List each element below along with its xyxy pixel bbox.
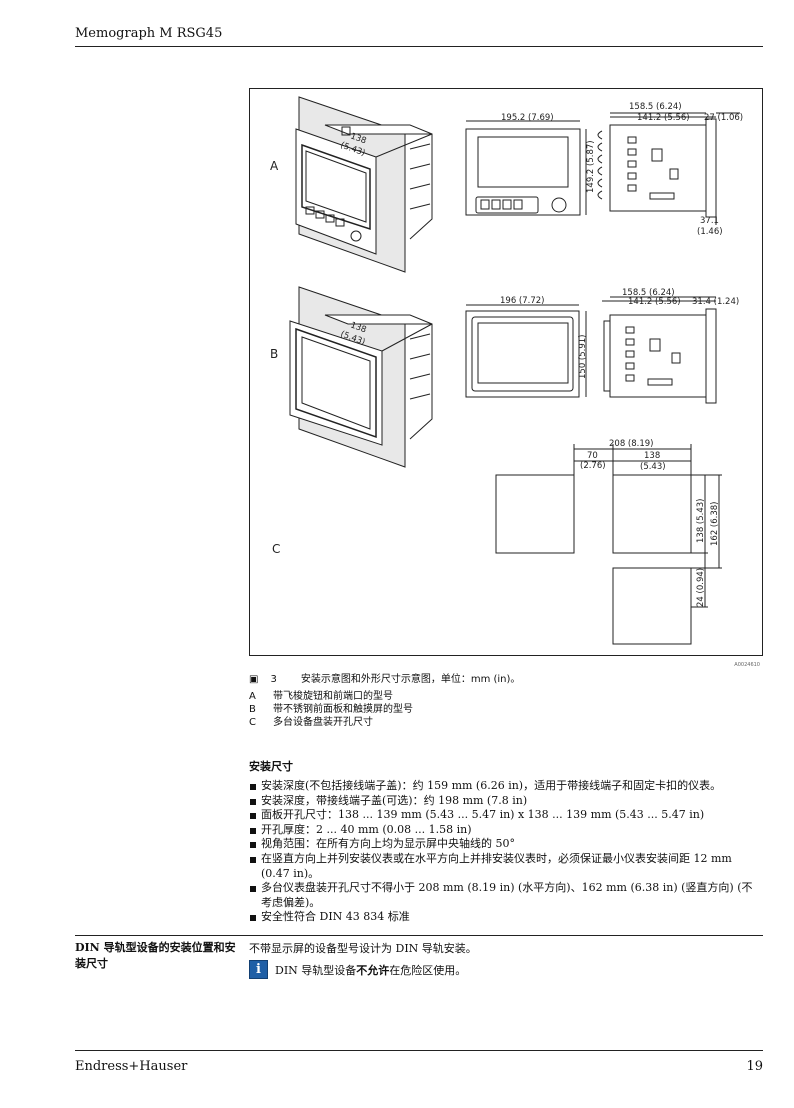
dim-a-depth-total: 158.5 (6.24)	[629, 102, 682, 112]
dim-c-cut-w-1: 138	[644, 451, 660, 461]
legend-text: 多台设备盘装开孔尺寸	[273, 717, 373, 728]
figure-legend: A 带飞梭旋钮和前端口的型号 B 带不锈钢前面板和触摸屏的型号 C 多台设备盘装开孔尺…	[249, 690, 413, 729]
dim-c-pitch-h: 208 (8.19)	[609, 439, 653, 449]
bullet-item: 视角范围：在所有方向上均为显示屏中央轴线的 50°	[249, 837, 763, 852]
dim-a-height: 149.2 (5.87)	[586, 140, 596, 193]
device-b-front	[465, 304, 587, 398]
note-text-post: 在危险区使用。	[389, 963, 467, 977]
figure-label-c: C	[272, 542, 280, 556]
figure-reference: A0024610	[734, 662, 760, 668]
dim-b-depth-total: 158.5 (6.24)	[622, 288, 675, 298]
note-text-bold: 不允许	[356, 963, 390, 977]
legend-item: A 带飞梭旋钮和前端口的型号	[249, 690, 413, 703]
figure-label-b: B	[270, 347, 278, 361]
device-b-side	[602, 296, 717, 404]
din-section-title: DIN 导轨型设备的安装位置和安装尺寸	[75, 941, 236, 970]
dim-a-depth-bottom-1: 37.1	[700, 216, 719, 226]
note-text-pre: DIN 导轨型设备	[275, 963, 357, 977]
info-icon: i	[249, 960, 268, 979]
bullet-item: 在竖直方向上并列安装仪表或在水平方向上并排安装仪表时，必须保证最小仪表安装间距 …	[249, 852, 763, 881]
legend-key: B	[249, 704, 256, 715]
panel-cutouts	[495, 444, 722, 645]
installation-figure: 138 (5.43)	[249, 88, 763, 668]
device-a-side	[597, 112, 740, 225]
bullet-item: 安装深度，带接线端子盖(可选)：约 198 mm (7.8 in)	[249, 794, 763, 809]
dim-b-depth-front: 31.4 (1.24)	[692, 297, 739, 307]
dim-a-depth-bottom-2: (1.46)	[697, 227, 723, 237]
figure-caption-text: 安装示意图和外形尺寸示意图，单位：mm (in)。	[300, 674, 521, 685]
din-note: i DIN 导轨型设备不允许在危险区使用。	[249, 960, 466, 979]
device-b-3d	[289, 286, 433, 468]
device-a-3d	[295, 96, 433, 273]
document-header-title: Memograph M RSG45	[75, 26, 223, 41]
page-number: 19	[746, 1059, 763, 1074]
section-rule	[75, 935, 763, 936]
legend-item: C 多台设备盘装开孔尺寸	[249, 716, 413, 729]
device-a-front	[465, 120, 587, 216]
figure-caption: ▣ 3 安装示意图和外形尺寸示意图，单位：mm (in)。	[249, 670, 520, 685]
dim-a-width: 195.2 (7.69)	[501, 113, 554, 123]
legend-text: 带不锈钢前面板和触摸屏的型号	[273, 704, 413, 715]
header-rule	[75, 46, 763, 47]
bullet-item: 安全性符合 DIN 43 834 标准	[249, 910, 763, 925]
legend-key: C	[249, 717, 256, 728]
din-text: 不带显示屏的设备型号设计为 DIN 导轨安装。	[249, 942, 477, 955]
dim-c-gap-v: 24 (0.94)	[696, 568, 706, 607]
bullet-item: 安装深度(不包括接线端子盖)：约 159 mm (6.26 in)，适用于带接线…	[249, 779, 763, 794]
footer-rule	[75, 1050, 763, 1051]
footer-brand: Endress+Hauser	[75, 1059, 188, 1074]
section-title: 安装尺寸	[249, 760, 293, 773]
bullet-item: 多台仪表盘装开孔尺寸不得小于 208 mm (8.19 in) (水平方向)、1…	[249, 881, 763, 910]
figure-drawing: 138 (5.43)	[270, 96, 743, 645]
figure-label-a: A	[270, 159, 279, 173]
dim-b-depth-body: 141.2 (5.56)	[628, 297, 681, 307]
dim-c-cut-w-2: (5.43)	[640, 462, 666, 472]
bullet-item: 开孔厚度：2 ... 40 mm (0.08 ... 1.58 in)	[249, 823, 763, 838]
dim-c-pitch-v: 162 (6.38)	[710, 502, 720, 546]
figure-number: 3	[270, 674, 277, 685]
figure-icon: ▣	[249, 674, 259, 685]
dim-a-depth-body: 141.2 (5.56)	[637, 113, 690, 123]
legend-text: 带飞梭旋钮和前端口的型号	[273, 691, 393, 702]
legend-item: B 带不锈钢前面板和触摸屏的型号	[249, 703, 413, 716]
dimension-bullet-list: 安装深度(不包括接线端子盖)：约 159 mm (6.26 in)，适用于带接线…	[249, 779, 763, 925]
dim-b-height: 150 (5.91)	[578, 335, 588, 379]
dim-b-width: 196 (7.72)	[500, 296, 544, 306]
dim-c-cut-h: 138 (5.43)	[696, 499, 706, 543]
bullet-item: 面板开孔尺寸：138 ... 139 mm (5.43 ... 5.47 in)…	[249, 808, 763, 823]
legend-key: A	[249, 691, 256, 702]
dim-c-gap-2: (2.76)	[580, 461, 606, 471]
dim-a-depth-front: 27 (1.06)	[704, 113, 743, 123]
dim-c-gap-1: 70	[587, 451, 598, 461]
